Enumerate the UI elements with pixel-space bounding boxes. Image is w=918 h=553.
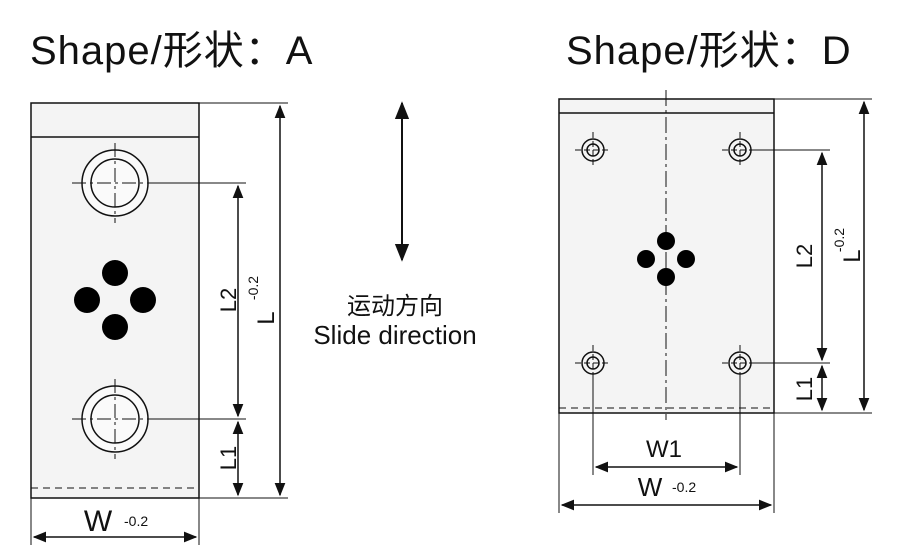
shape-d-hole-bottom <box>657 268 675 286</box>
slide-direction-label-cn: 运动方向 <box>347 293 443 320</box>
shape-a-diagram <box>30 102 288 545</box>
shape-d-hole-top-left <box>575 132 611 168</box>
shape-d-hole-right <box>677 250 695 268</box>
shape-a-l1-label: L1 <box>216 446 241 470</box>
shape-d-l2-label: L2 <box>792 244 817 268</box>
shape-a-hole-right <box>130 287 156 313</box>
shape-a-l-tolerance: -0.2 <box>245 276 261 300</box>
shape-a-l-label: L <box>253 311 280 324</box>
slide-direction-label-en: Slide direction <box>313 320 477 350</box>
shape-a-w-tolerance: -0.2 <box>124 513 148 529</box>
shape-a-hole-bottom <box>102 314 128 340</box>
shape-a-top-port <box>72 143 158 223</box>
shape-d-w-label: W <box>638 472 663 502</box>
shape-d-hole-top <box>657 232 675 250</box>
shape-d-l1-label: L1 <box>792 377 817 401</box>
shape-d-title: Shape/形状：D <box>566 29 852 73</box>
shape-a-l2-label: L2 <box>216 288 241 312</box>
shape-d-l-tolerance: -0.2 <box>831 228 847 252</box>
shape-d-l-label: L <box>839 249 866 262</box>
shape-a-hole-top <box>102 260 128 286</box>
shape-d-w1-label: W1 <box>646 436 682 463</box>
shape-a-hole-left <box>74 287 100 313</box>
shape-a-hole-pattern <box>74 260 156 340</box>
shape-a-title: Shape/形状：A <box>30 29 314 73</box>
shape-a-bottom-port <box>72 379 158 459</box>
shape-d-hole-left <box>637 250 655 268</box>
shape-d-hole-pattern <box>637 232 695 286</box>
shape-d-diagram <box>558 90 872 513</box>
shape-a-w-label: W <box>84 505 113 538</box>
shape-d-w-tolerance: -0.2 <box>672 479 696 495</box>
